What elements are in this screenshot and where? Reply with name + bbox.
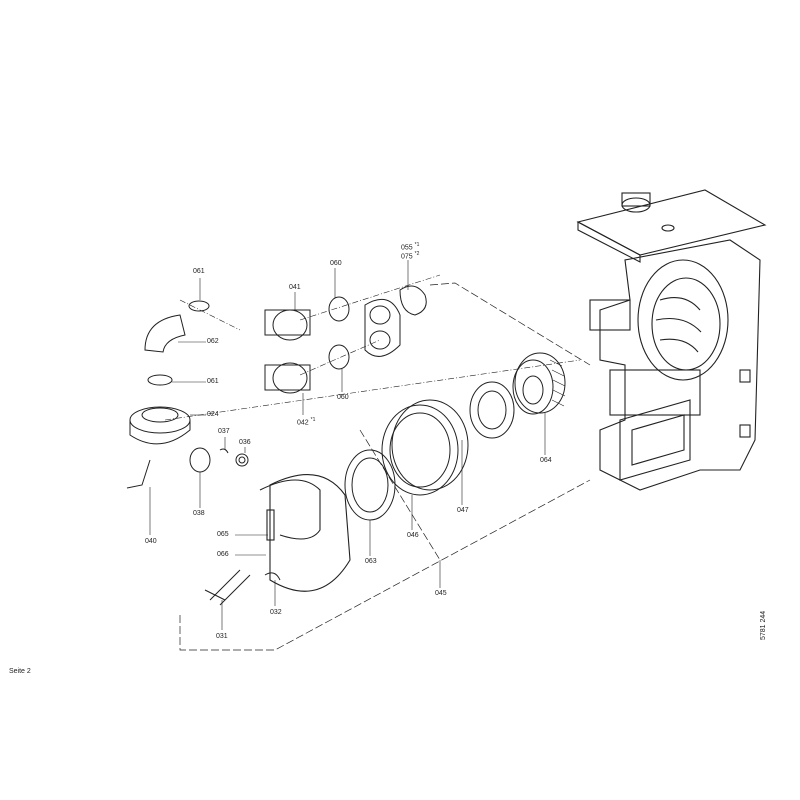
label-032: 032 [270, 609, 282, 616]
burner-cap-064 [512, 352, 566, 415]
label-031: 031 [216, 633, 228, 640]
label-066: 066 [217, 551, 229, 558]
label-045: 045 [435, 590, 447, 597]
label-063: 063 [365, 558, 377, 565]
label-060-lower: 060 [337, 394, 349, 401]
label-038: 038 [193, 510, 205, 517]
document-number: 5781 244 [760, 610, 767, 640]
page-number: Seite 2 [9, 668, 31, 675]
label-046: 046 [407, 532, 419, 539]
label-061-lower: 061 [207, 378, 219, 385]
ring-046 [381, 399, 469, 496]
label-064: 064 [540, 457, 552, 464]
ring-047 [469, 381, 515, 439]
gasket-063 [344, 449, 396, 521]
fan-housing-024 [129, 406, 191, 445]
label-042: 042 *1 [297, 417, 316, 427]
label-037: 037 [218, 428, 230, 435]
label-065: 065 [217, 531, 229, 538]
assembly-bracket-045 [179, 282, 591, 651]
label-055: 055 *1 [401, 242, 420, 252]
label-060-upper: 060 [330, 260, 342, 267]
burner-door-plate [259, 474, 351, 592]
label-041: 041 [289, 284, 301, 291]
label-040: 040 [145, 538, 157, 545]
label-024: 024 [207, 411, 219, 418]
small-parts [126, 447, 281, 606]
label-075: 075 *2 [401, 251, 420, 261]
leader-lines [149, 260, 546, 630]
label-061-upper: 061 [193, 268, 205, 275]
pumps-and-valve [264, 285, 427, 394]
label-062: 062 [207, 338, 219, 345]
label-036: 036 [239, 439, 251, 446]
label-047: 047 [457, 507, 469, 514]
elbow-pipe-062 [144, 300, 210, 386]
axis-lines [164, 274, 581, 421]
boiler-housing [576, 189, 767, 491]
